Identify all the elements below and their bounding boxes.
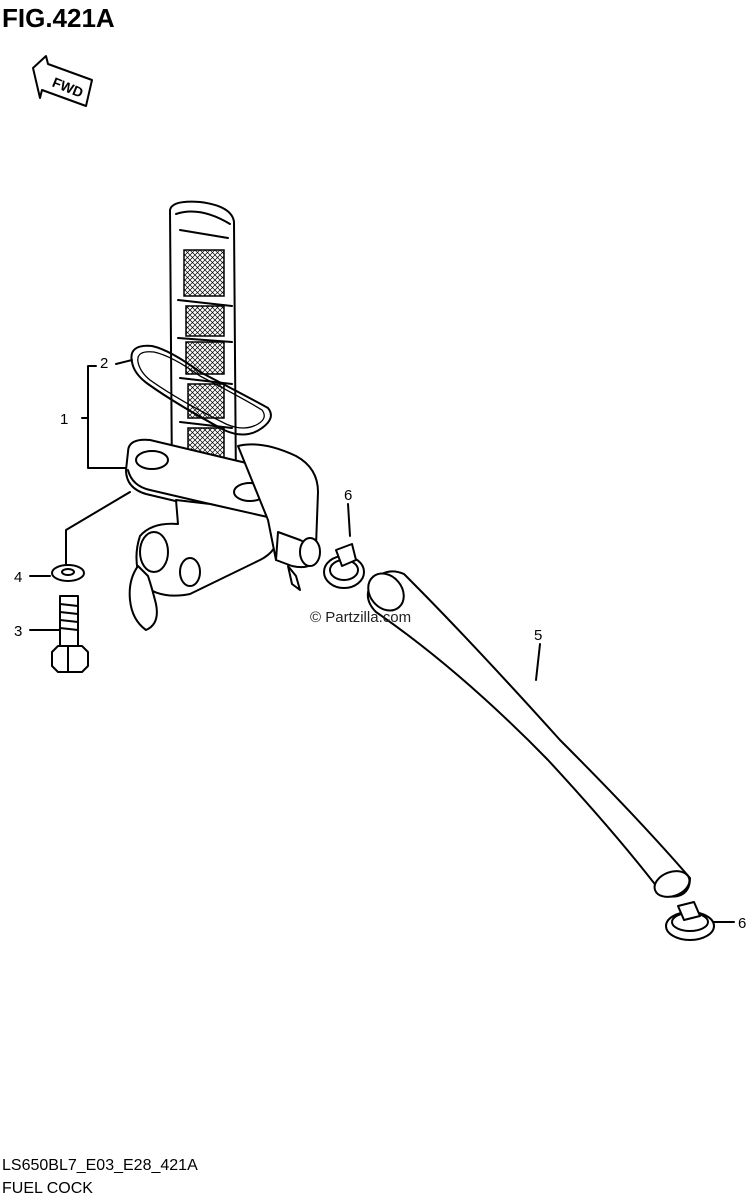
fuel-strainer (169, 200, 237, 499)
fwd-arrow-icon: FWD (32, 55, 93, 107)
bolt (51, 595, 89, 673)
callout-4: 4 (14, 569, 22, 586)
caption: FUEL COCK (2, 1180, 93, 1197)
fuel-hose (366, 570, 691, 898)
hose-clamp-lower (665, 901, 715, 941)
callout-6-upper: 6 (344, 487, 352, 504)
callout-2: 2 (100, 355, 108, 372)
leader-lines (29, 359, 735, 923)
figure-title: FIG.421A (2, 3, 115, 33)
watermark: © Partzilla.com (310, 609, 411, 626)
washer (51, 564, 85, 582)
callout-5: 5 (534, 627, 542, 644)
callout-3: 3 (14, 623, 22, 640)
callout-1: 1 (60, 411, 68, 428)
model-code: LS650BL7_E03_E28_421A (2, 1157, 198, 1174)
hose-clamp-upper (323, 543, 365, 589)
callout-6-lower: 6 (738, 915, 746, 932)
valve-body (128, 443, 321, 631)
o-ring (130, 344, 272, 436)
